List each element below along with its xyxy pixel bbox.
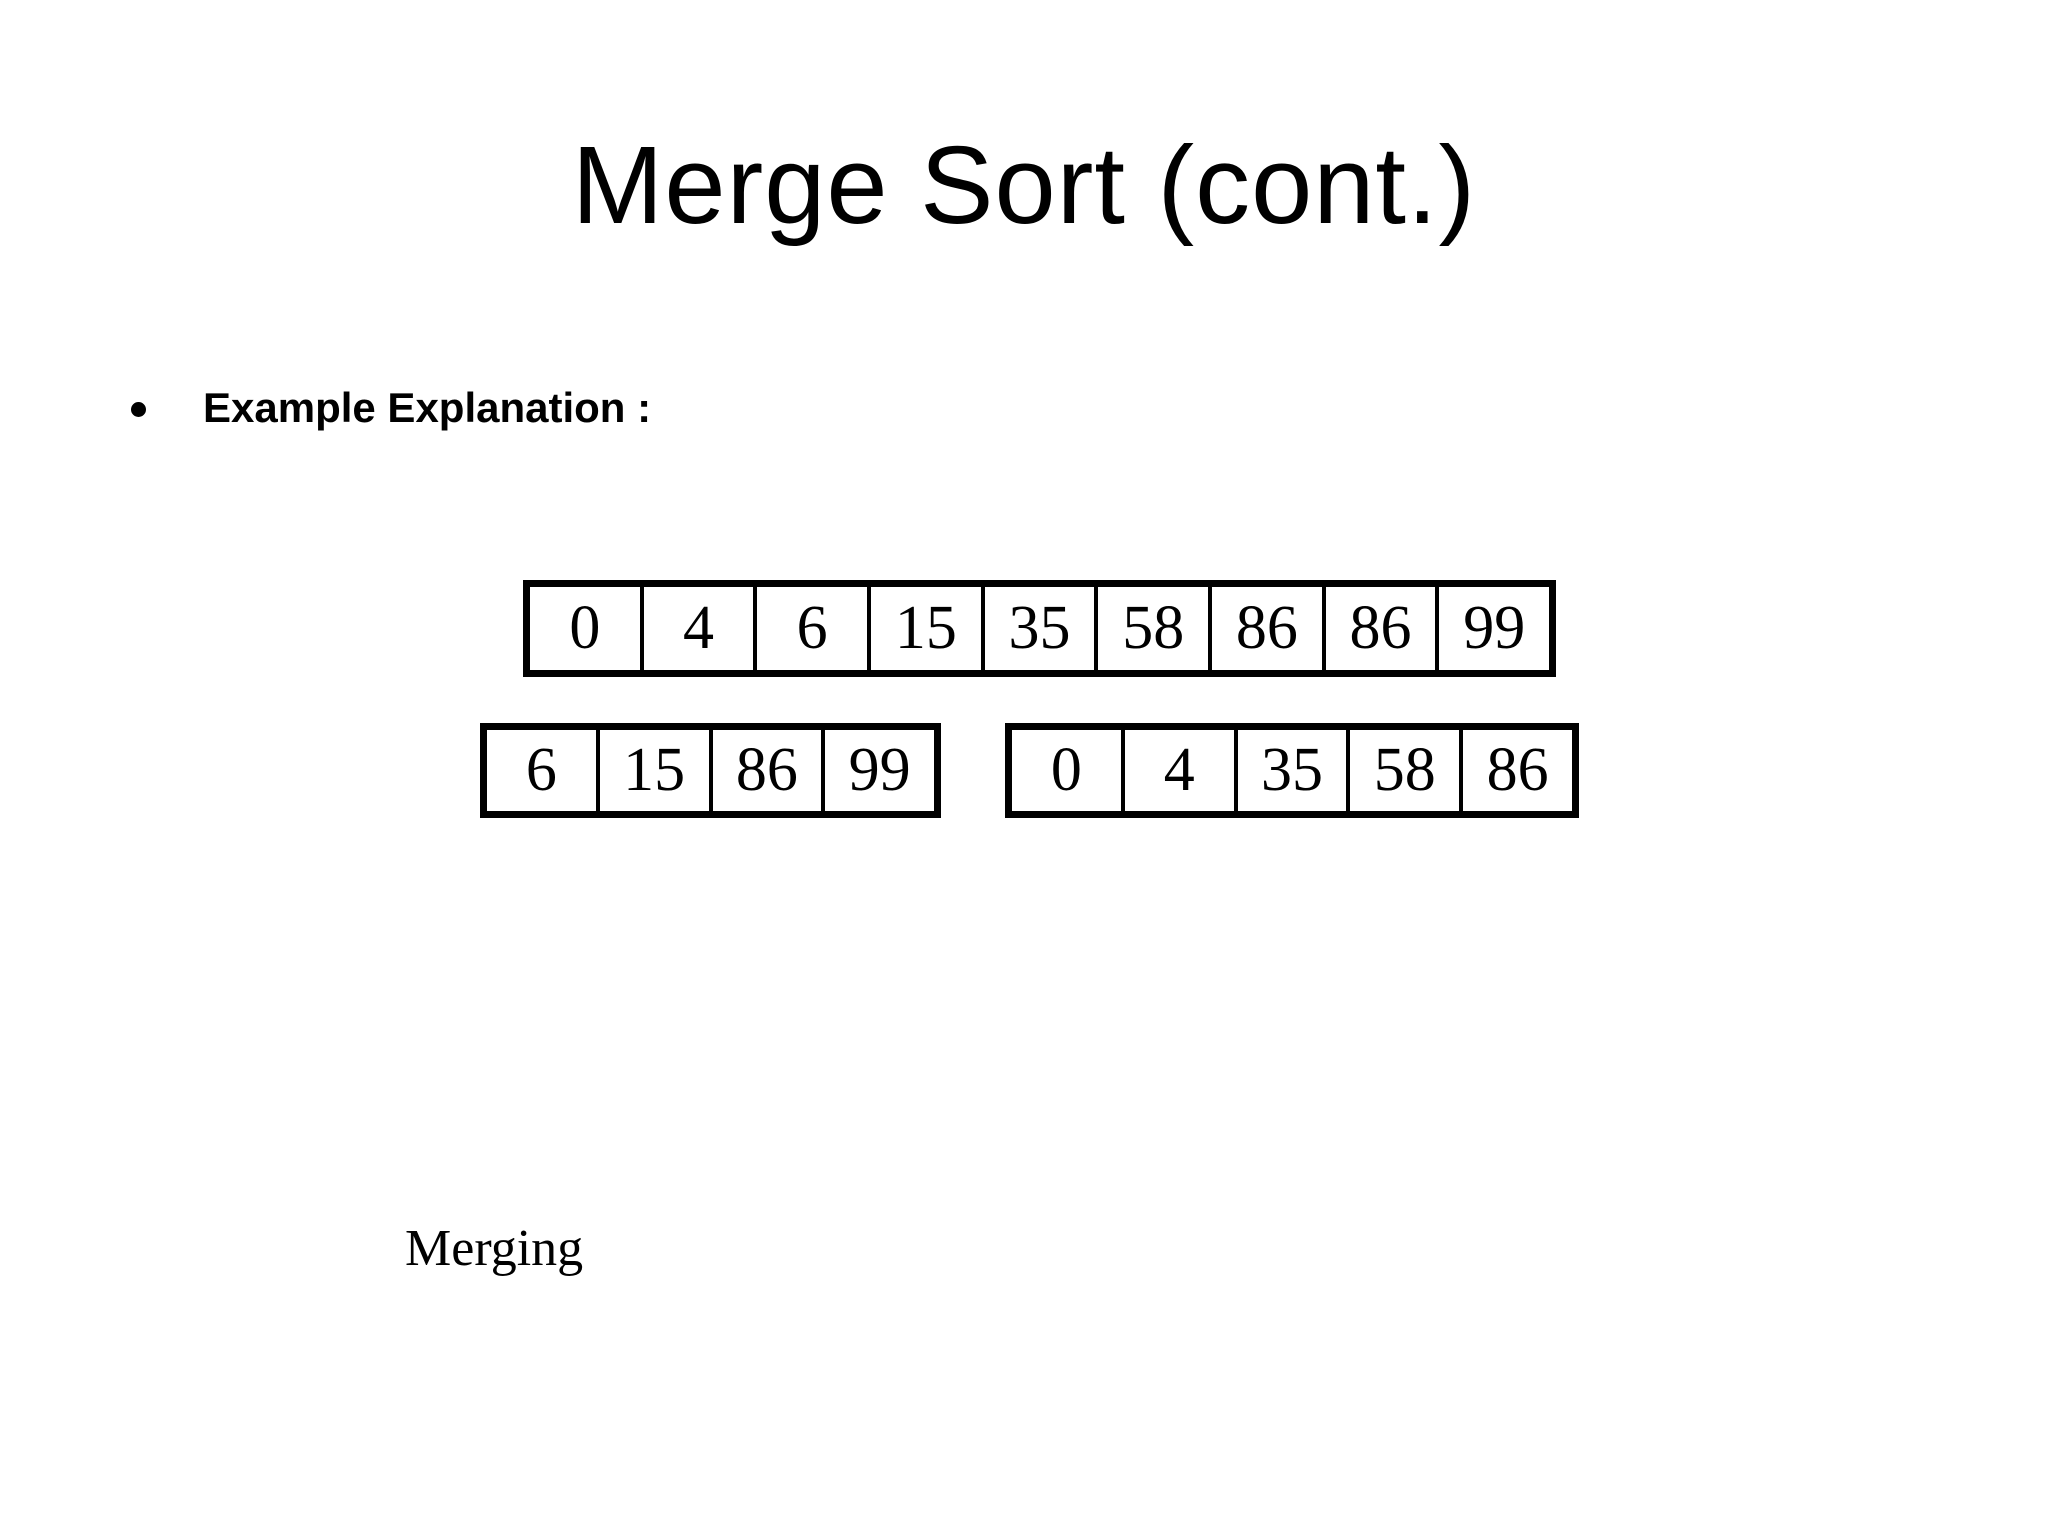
right-subarray-cell: 0 <box>1050 736 1082 804</box>
merging-label: Merging <box>405 1220 584 1277</box>
left-subarray-cell: 15 <box>595 730 709 811</box>
merged-array-cell: 86 <box>1321 587 1436 670</box>
left-subarray-cell: 86 <box>708 730 822 811</box>
merged-array-cell: 15 <box>867 587 981 670</box>
bullet-text: Example Explanation : <box>203 384 652 431</box>
bullet-row: Example Explanation : <box>131 383 651 433</box>
bullet-dot <box>131 402 146 417</box>
right-subarray-cell: 58 <box>1346 730 1459 811</box>
merged-array-cell: 58 <box>1094 587 1208 670</box>
left-subarray-cell: 6 <box>525 736 557 804</box>
merged-array-cell: 6 <box>753 587 867 670</box>
merged-array-cell: 0 <box>569 594 601 662</box>
left-subarray-cell: 99 <box>821 730 934 811</box>
slide-title: Merge Sort (cont.) <box>571 124 1477 247</box>
right-subarray-cell: 35 <box>1233 730 1347 811</box>
right-subarray-cell: 86 <box>1459 730 1572 811</box>
merged-array-cell: 35 <box>980 587 1095 670</box>
merged-array-cell: 4 <box>639 587 754 670</box>
right-subarray-cell: 4 <box>1120 730 1234 811</box>
merged-array-cell: 86 <box>1208 587 1322 670</box>
merged-array-cell: 99 <box>1435 587 1549 670</box>
